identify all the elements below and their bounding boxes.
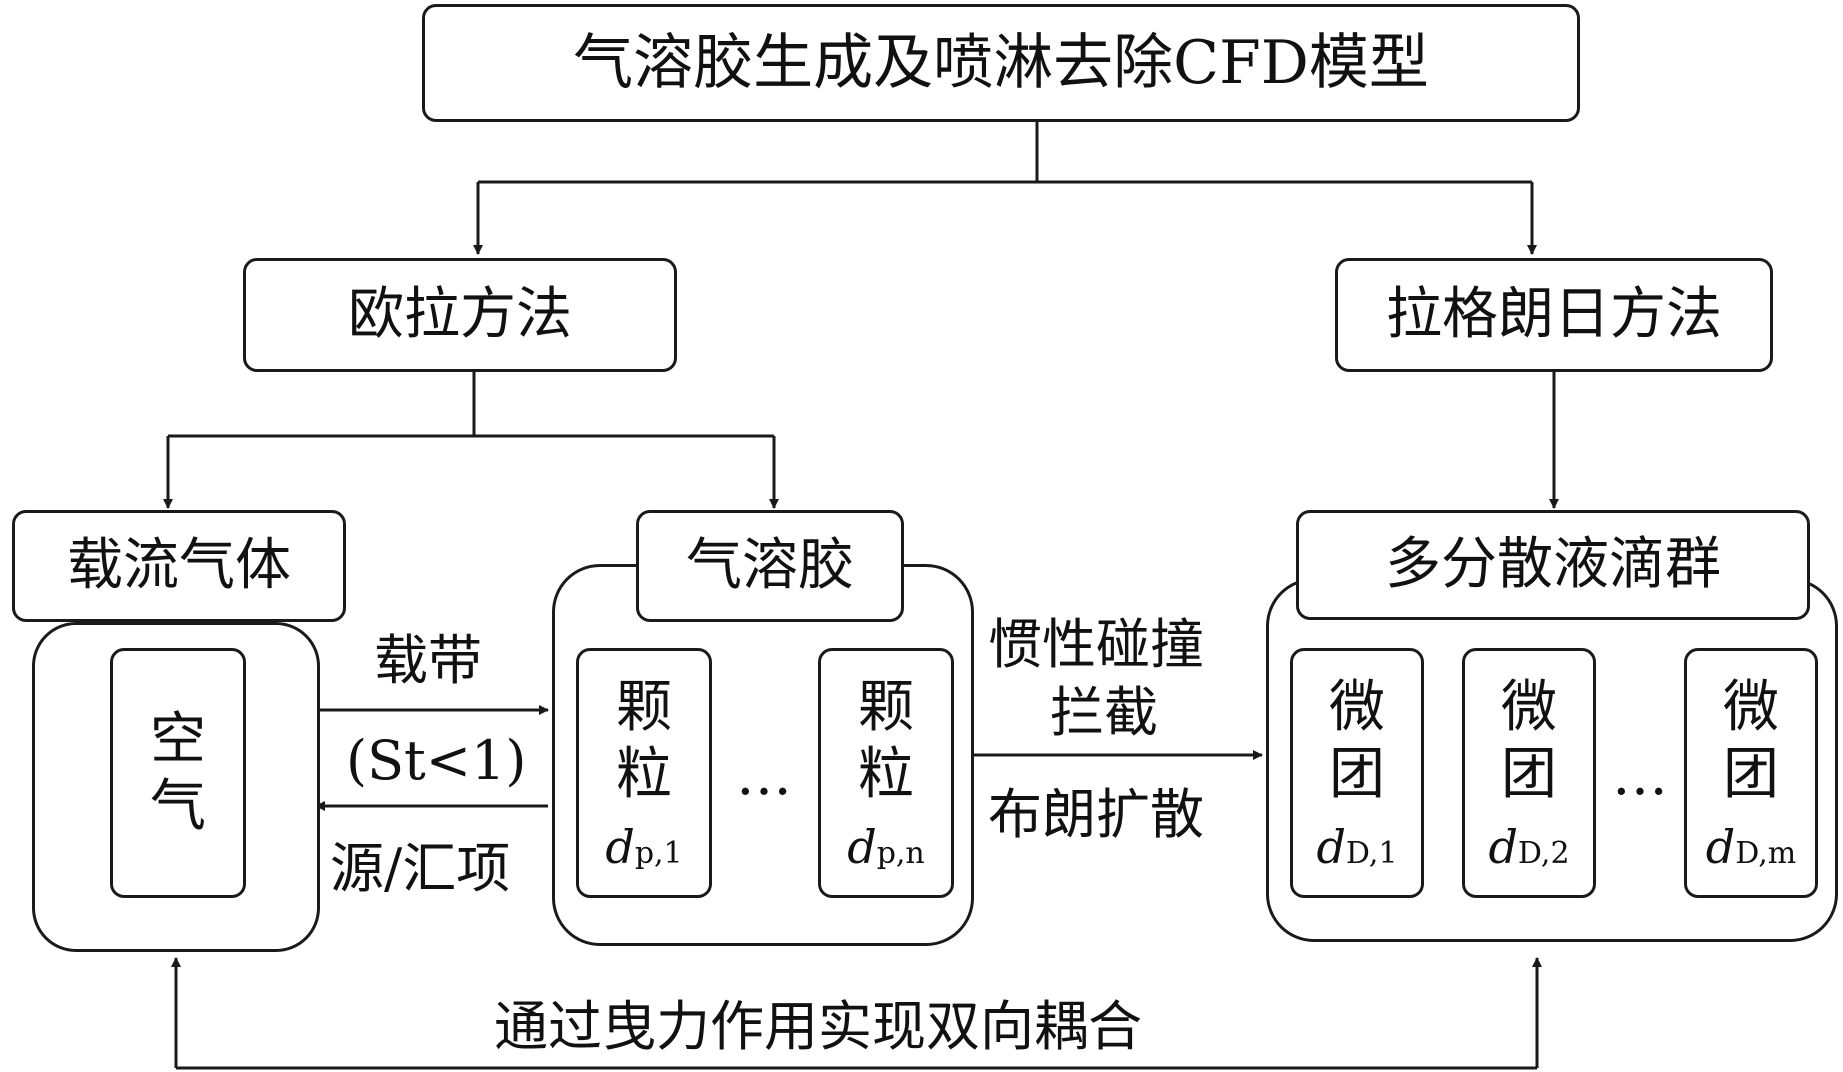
droplet-1-char-1: 微	[1329, 674, 1385, 740]
aerosol-label-box: 气溶胶	[636, 510, 904, 622]
droplet-1-char-2: 团	[1329, 741, 1385, 807]
interception-label: 拦截	[1050, 681, 1158, 744]
air-char-1: 空	[150, 706, 206, 772]
carrier-gas-label-box: 载流气体	[12, 510, 346, 622]
air-char-2: 气	[150, 774, 206, 839]
droplet-ellipsis: …	[1612, 743, 1668, 808]
particle-box-n: 颗 粒 dp,n	[818, 648, 954, 898]
particle-1-char-1: 颗	[616, 674, 672, 740]
euler-method-box: 欧拉方法	[243, 258, 677, 372]
droplet-1-diameter: dD,1	[1316, 819, 1398, 874]
particle-n-char-1: 颗	[857, 674, 914, 740]
particle-n-diameter: dp,n	[847, 819, 925, 874]
droplet-2-char-2: 团	[1501, 741, 1557, 807]
source-sink-label: 源/汇项	[330, 837, 511, 900]
particle-box-1: 颗 粒 dp,1	[576, 648, 712, 898]
lagrange-method-label: 拉格朗日方法	[1386, 282, 1722, 347]
aerosol-label: 气溶胶	[686, 533, 854, 598]
inertial-collision-label: 惯性碰撞	[988, 613, 1204, 676]
droplet-m-diameter: dD,m	[1705, 819, 1797, 874]
droplets-label: 多分散液滴群	[1385, 532, 1721, 597]
particle-1-diameter: dp,1	[605, 819, 683, 874]
particle-1-char-2: 粒	[616, 741, 672, 807]
droplet-2-char-1: 微	[1501, 674, 1557, 740]
euler-method-label: 欧拉方法	[348, 282, 572, 347]
particle-ellipsis: …	[736, 743, 792, 808]
lagrange-method-box: 拉格朗日方法	[1335, 258, 1773, 372]
air-box: 空 气	[110, 648, 246, 898]
brownian-diffusion-label: 布朗扩散	[988, 783, 1204, 846]
stokes-condition-label: (St<1)	[346, 729, 527, 792]
droplets-label-box: 多分散液滴群	[1296, 510, 1810, 620]
carry-label: 载带	[374, 629, 482, 692]
droplet-group-box-2: 微 团 dD,2	[1462, 648, 1596, 898]
title-text: 气溶胶生成及喷淋去除CFD模型	[573, 28, 1429, 98]
droplet-2-diameter: dD,2	[1488, 819, 1570, 874]
particle-n-char-2: 粒	[857, 741, 914, 807]
droplet-m-char-1: 微	[1722, 674, 1779, 740]
title-box: 气溶胶生成及喷淋去除CFD模型	[422, 4, 1580, 122]
two-way-coupling-label: 通过曳力作用实现双向耦合	[494, 995, 1142, 1058]
droplet-group-box-1: 微 团 dD,1	[1290, 648, 1424, 898]
droplet-m-char-2: 团	[1722, 741, 1779, 807]
droplet-group-box-m: 微 团 dD,m	[1684, 648, 1818, 898]
carrier-gas-label: 载流气体	[67, 533, 291, 598]
